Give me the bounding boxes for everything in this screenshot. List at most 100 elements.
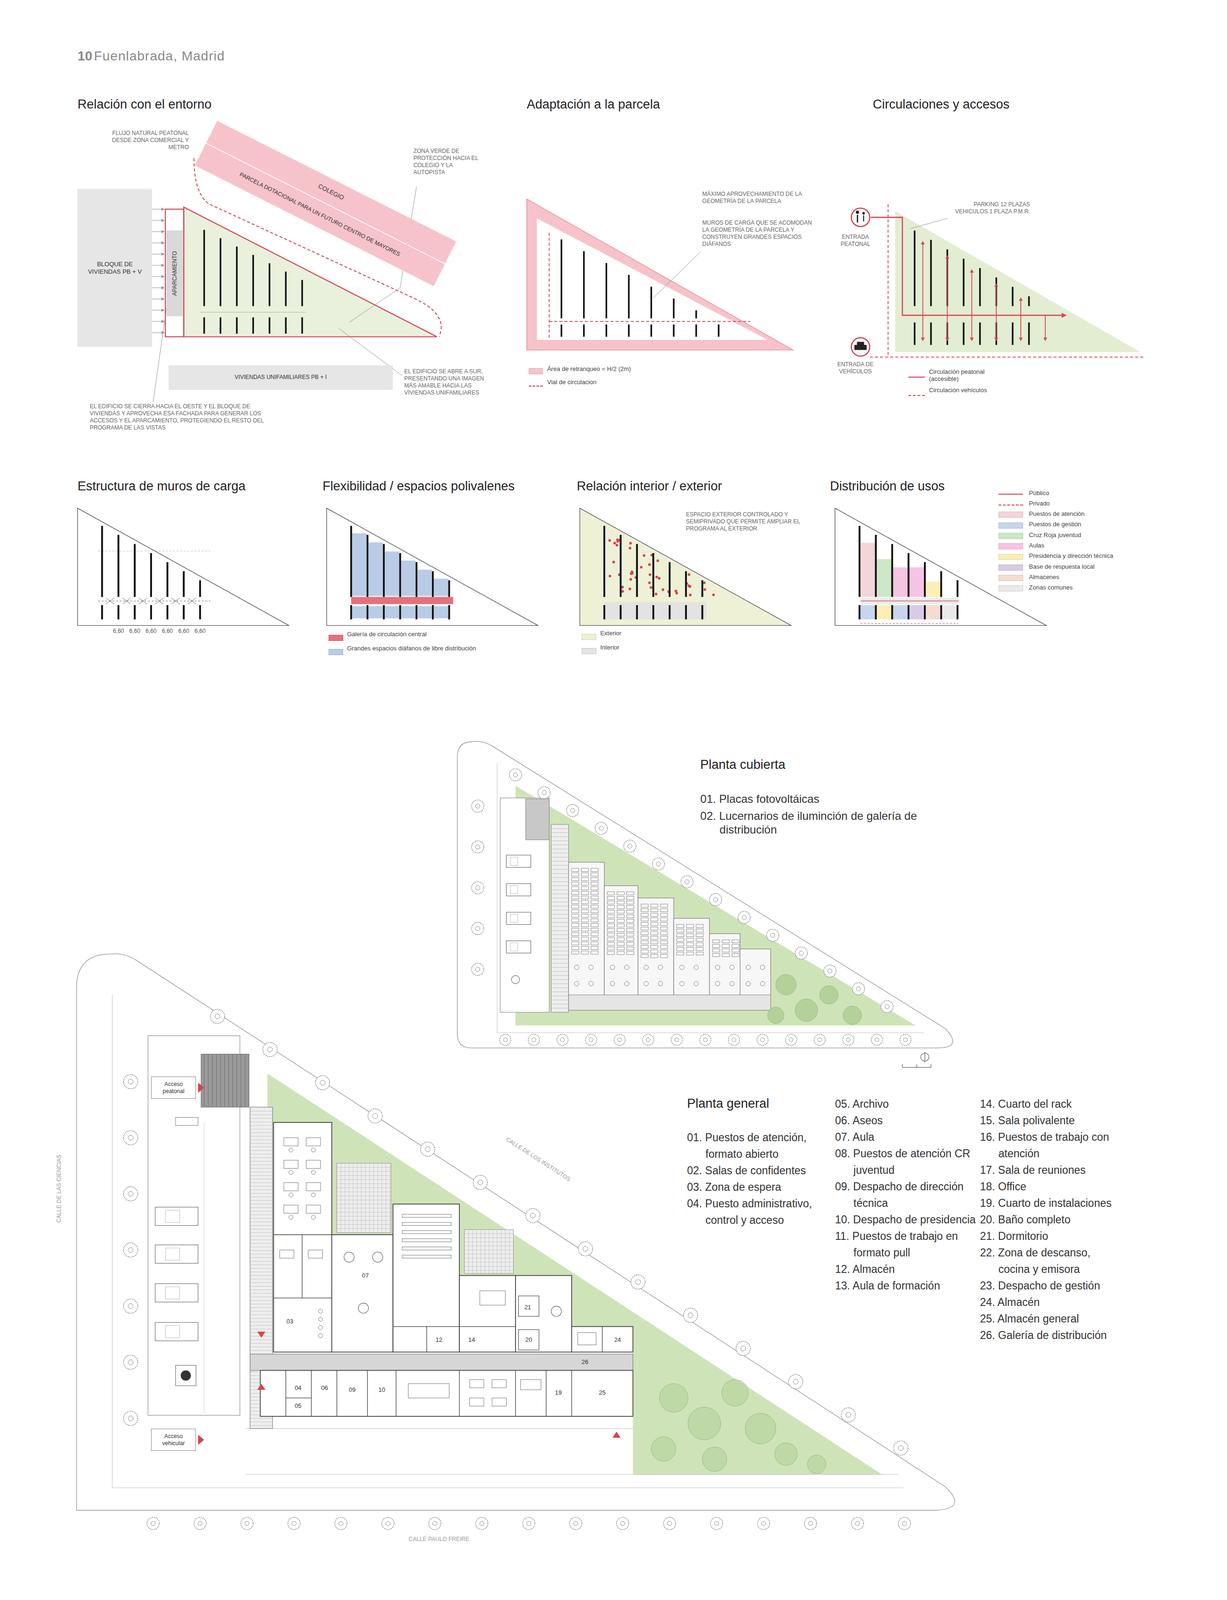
tree-symbol [127, 1247, 134, 1253]
activity-dot [628, 587, 632, 591]
skylight [658, 965, 663, 971]
hatch-line [389, 1163, 390, 1234]
legend-text: Puestos de atención [1029, 510, 1193, 518]
tree-symbol [714, 1521, 719, 1526]
roof-block [637, 898, 674, 1011]
section-title: Flexibilidad / espacios polivalenes [322, 478, 574, 495]
legend-text: Aulas [1029, 541, 1193, 550]
solar-panel [571, 873, 579, 877]
hatch-line [551, 869, 569, 871]
load-wall [101, 605, 103, 620]
circulation-path [548, 232, 550, 340]
activity-dot [648, 573, 652, 577]
solar-panel [607, 914, 615, 918]
tree-symbol [475, 845, 480, 850]
tree-symbol [240, 1517, 254, 1531]
hatch-line [381, 1163, 382, 1234]
hatch-line [250, 1296, 273, 1298]
legend-text: Privado [1029, 499, 1193, 508]
load-wall [913, 322, 916, 346]
tree-symbol [385, 1521, 390, 1526]
tree-symbol [813, 1034, 826, 1046]
solar-panel [686, 947, 694, 951]
tree-symbol [560, 1038, 565, 1042]
hatch-line [250, 1154, 273, 1155]
tree-symbol [685, 880, 690, 885]
legend-line-sample [528, 385, 543, 387]
hatch-line [232, 1054, 233, 1108]
hatch-line [250, 1346, 273, 1348]
solar-panel [591, 877, 599, 881]
solar-panel [641, 955, 649, 958]
desk [469, 1398, 484, 1407]
tree-symbol [585, 1034, 597, 1046]
load-wall [874, 534, 877, 597]
shrub [721, 1379, 749, 1407]
plan-key-item: 15. Sala polivalente [980, 1112, 1123, 1130]
use-area [925, 605, 943, 620]
solar-panel [660, 940, 668, 944]
open-space [384, 606, 399, 619]
hatch-line [500, 1229, 502, 1274]
rotated-band: APARCAMIENTO [166, 230, 183, 317]
room-number: 21 [520, 1303, 535, 1312]
car-symbol [506, 883, 531, 897]
scale-bar [902, 1064, 903, 1068]
desk [283, 1138, 298, 1147]
activity-dot [648, 581, 652, 585]
solar-panel [571, 882, 579, 886]
solar-panel [660, 904, 668, 908]
use-area [942, 605, 959, 620]
chair [318, 1317, 323, 1322]
hatch-line [551, 889, 569, 891]
load-wall [203, 317, 205, 334]
activity-dot [674, 589, 678, 593]
hatch-line [551, 934, 569, 936]
hatch-line [250, 1325, 273, 1327]
central-gallery [351, 597, 454, 605]
shrub [795, 999, 818, 1023]
load-wall [685, 571, 687, 598]
round-table [358, 1303, 369, 1314]
hatch-line [250, 1172, 273, 1173]
solar-panel [696, 929, 704, 932]
chair [288, 1215, 294, 1220]
solar-panel [591, 887, 599, 890]
patio [337, 1163, 392, 1234]
tree-symbol [793, 1379, 799, 1385]
load-wall [635, 544, 638, 598]
shrub [843, 1006, 862, 1025]
desk-row [402, 1239, 452, 1243]
arrow-head [161, 219, 166, 223]
tree-symbol [757, 1517, 770, 1531]
solar-panel [731, 939, 739, 943]
legend-text: Vial de circulacion [547, 378, 701, 386]
legend-swatch [998, 575, 1024, 582]
tree-symbol [475, 1517, 489, 1531]
tree-symbol [420, 1142, 435, 1157]
tree-symbol [556, 1034, 568, 1046]
open-space [417, 606, 432, 619]
hatch-line [250, 1328, 273, 1330]
solar-panel [607, 910, 615, 914]
tree-symbol [214, 1014, 221, 1020]
tree-symbol [127, 1079, 134, 1085]
hatch-line [551, 1008, 569, 1009]
activity-dot [648, 563, 652, 567]
gallery-roof [568, 995, 771, 1011]
grid-line [98, 550, 211, 552]
annotation: FLUJO NATURAL PEATONAL DESDE ZONA COMERC… [100, 129, 189, 152]
hatch-line [551, 975, 569, 976]
solar-panel [571, 932, 579, 936]
labelled-box: VIVIENDAS UNIFAMILIARES PB + I [168, 365, 394, 390]
tree-symbol [623, 840, 636, 853]
tree-symbol [471, 963, 484, 976]
solar-panel [626, 914, 635, 918]
solar-panel [660, 922, 668, 926]
solar-panel [641, 922, 649, 926]
solar-panel [660, 918, 668, 922]
legend-swatch [998, 522, 1024, 529]
solar-panel [722, 953, 730, 957]
solar-panel [731, 949, 739, 953]
entrance-mark [612, 1431, 621, 1439]
